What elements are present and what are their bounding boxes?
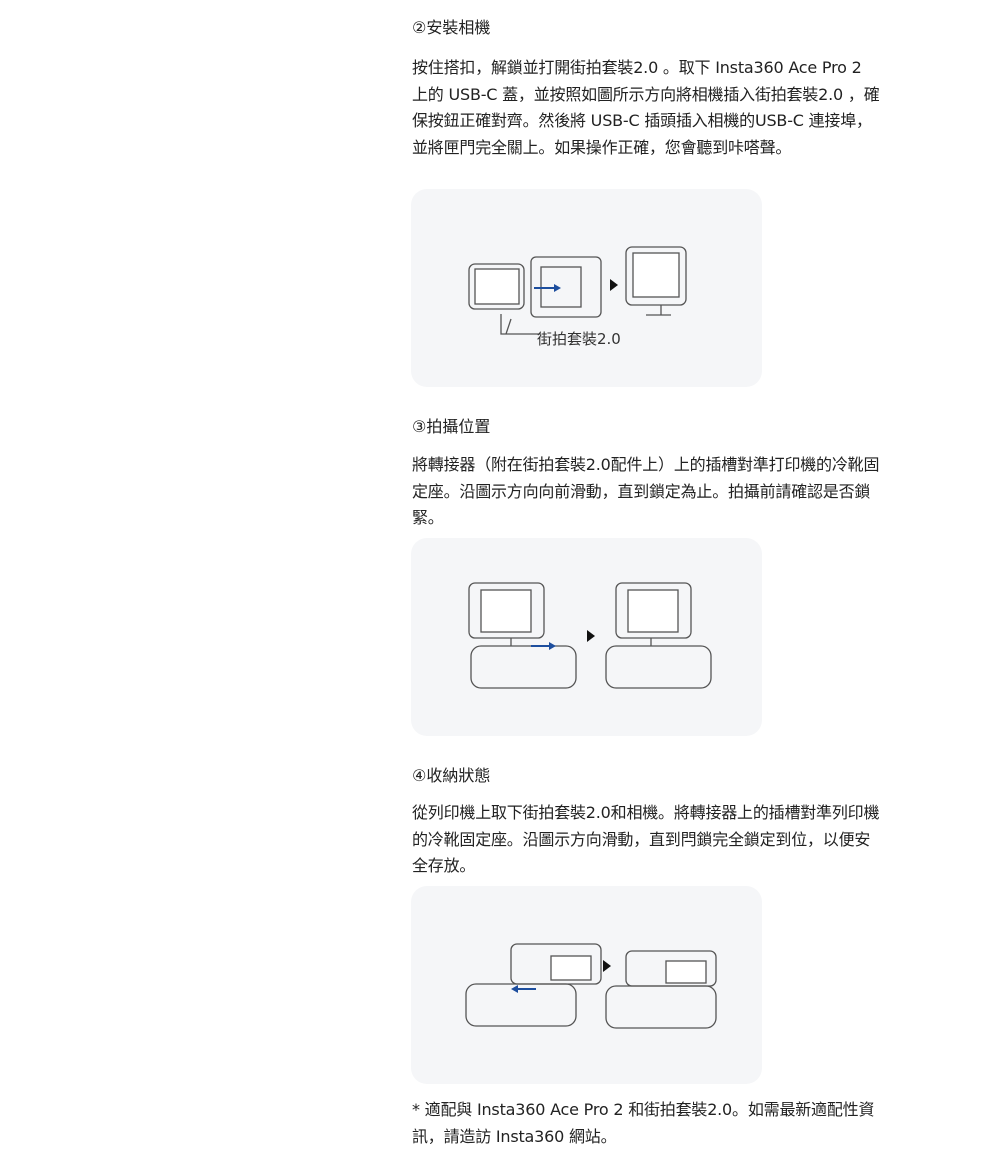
install-illustration: 街拍套裝2.0	[411, 189, 762, 387]
section-body-shooting: 將轉接器（附在街拍套裝2.0配件上）上的插槽對準打印機的冷靴固定座。沿圖示方向向…	[412, 455, 880, 527]
image-caption: 街拍套裝2.0	[537, 330, 621, 348]
section-heading-shooting: ③拍攝位置	[412, 417, 491, 436]
storage-diagram	[465, 943, 717, 1029]
storage-illustration	[411, 886, 762, 1084]
shooting-illustration	[411, 538, 762, 736]
camera-insert-diagram	[468, 246, 687, 335]
section-heading-install: ②安裝相機	[412, 18, 491, 37]
section-body-storage: 從列印機上取下街拍套裝2.0和相機。將轉接器上的插槽對準列印機的冷靴固定座。沿圖…	[412, 803, 880, 875]
printer-mount-diagram	[468, 582, 712, 689]
section-heading-storage: ④收納狀態	[412, 766, 491, 785]
section-body-install: 按住搭扣，解鎖並打開街拍套裝2.0 。取下 Insta360 Ace Pro 2…	[412, 58, 880, 157]
footnote: * 適配與 Insta360 Ace Pro 2 和街拍套裝2.0。如需最新適配…	[412, 1100, 875, 1146]
